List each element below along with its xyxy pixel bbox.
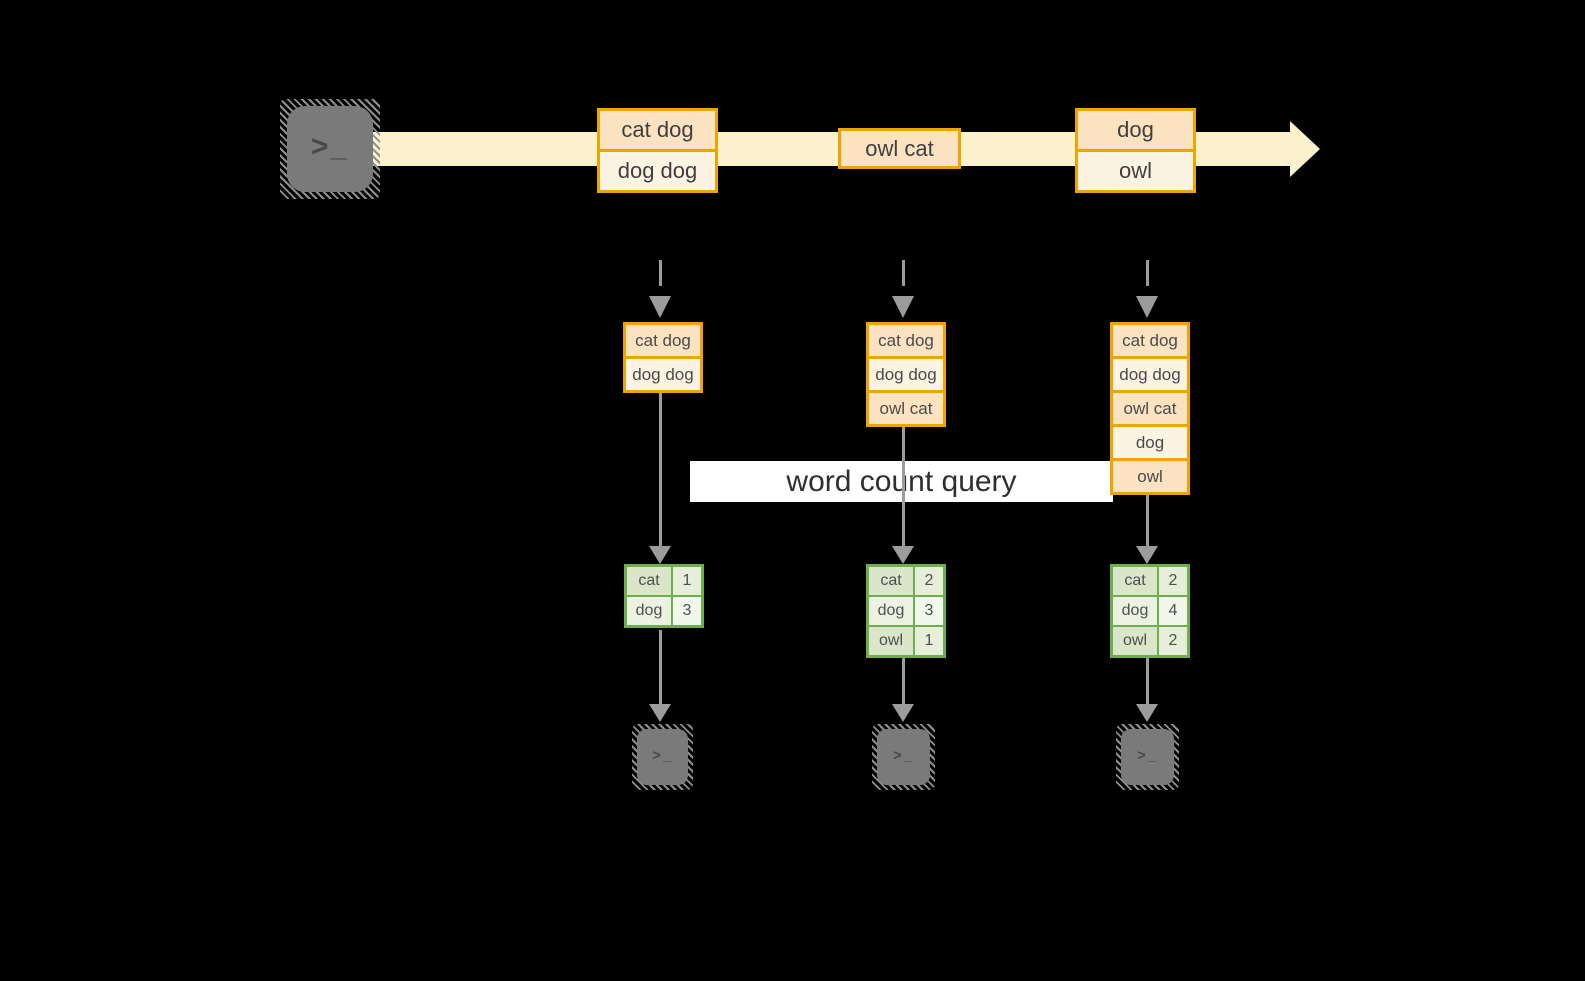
count-cell: 1 (673, 567, 701, 595)
terminal-prompt-icon: >_ (877, 729, 930, 785)
count-cell: 3 (915, 597, 943, 625)
table-row: cat 1 (627, 567, 701, 595)
query-label: word count query (786, 464, 1017, 498)
word-cell: cat (627, 567, 673, 595)
table-row: dog 3 (869, 595, 943, 625)
state-row: owl cat (1113, 390, 1187, 424)
count-cell: 4 (1159, 597, 1187, 625)
arrow-down-icon (649, 630, 671, 722)
state-row: owl cat (869, 390, 943, 424)
record-line: owl cat (841, 131, 958, 166)
arrow-down-icon (892, 419, 914, 564)
stream-record-box: cat dog dog dog (597, 108, 718, 193)
sink-terminal-icon: >_ (632, 724, 693, 790)
table-row: dog 3 (627, 595, 701, 625)
arrow-down-icon (649, 388, 671, 564)
stream-record-box: dog owl (1075, 108, 1196, 193)
state-row: cat dog (626, 325, 700, 356)
dashed-arrow-down-icon (892, 260, 914, 320)
word-cell: cat (869, 567, 915, 595)
word-count-table: cat 2 dog 4 owl 2 (1110, 564, 1190, 658)
terminal-prompt-icon: >_ (637, 729, 688, 785)
arrow-down-icon (1136, 481, 1158, 564)
terminal-prompt-icon: >_ (287, 106, 373, 192)
table-row: owl 1 (869, 625, 943, 655)
state-row: dog (1113, 424, 1187, 458)
count-cell: 2 (1159, 567, 1187, 595)
state-row: cat dog (869, 325, 943, 356)
table-row: dog 4 (1113, 595, 1187, 625)
state-row: dog dog (869, 356, 943, 390)
arrow-down-icon (892, 658, 914, 722)
word-count-table: cat 2 dog 3 owl 1 (866, 564, 946, 658)
dashed-arrow-down-icon (649, 260, 671, 320)
table-row: cat 2 (1113, 567, 1187, 595)
word-cell: dog (627, 597, 673, 625)
record-line: dog (1078, 111, 1193, 149)
state-buffer-box: cat dog dog dog owl cat (866, 322, 946, 427)
count-cell: 1 (915, 627, 943, 655)
count-cell: 3 (673, 597, 701, 625)
state-buffer-box: cat dog dog dog (623, 322, 703, 393)
word-cell: owl (869, 627, 915, 655)
word-cell: dog (1113, 597, 1159, 625)
count-cell: 2 (1159, 627, 1187, 655)
stream-record-box: owl cat (838, 128, 961, 169)
state-row: dog dog (1113, 356, 1187, 390)
table-row: cat 2 (869, 567, 943, 595)
terminal-prompt-icon: >_ (1121, 729, 1174, 785)
stream-arrowhead-icon (1290, 121, 1320, 177)
record-line: cat dog (600, 111, 715, 149)
state-row: dog dog (626, 356, 700, 390)
state-buffer-box: cat dog dog dog owl cat dog owl (1110, 322, 1190, 495)
dashed-arrow-down-icon (1136, 260, 1158, 320)
word-count-table: cat 1 dog 3 (624, 564, 704, 628)
record-line: dog dog (600, 149, 715, 190)
record-line: owl (1078, 149, 1193, 190)
arrow-down-icon (1136, 658, 1158, 722)
state-row: owl (1113, 458, 1187, 492)
count-cell: 2 (915, 567, 943, 595)
word-cell: owl (1113, 627, 1159, 655)
state-row: cat dog (1113, 325, 1187, 356)
word-cell: dog (869, 597, 915, 625)
word-cell: cat (1113, 567, 1159, 595)
sink-terminal-icon: >_ (1116, 724, 1179, 790)
sink-terminal-icon: >_ (872, 724, 935, 790)
source-terminal-icon: >_ (280, 99, 380, 199)
table-row: owl 2 (1113, 625, 1187, 655)
